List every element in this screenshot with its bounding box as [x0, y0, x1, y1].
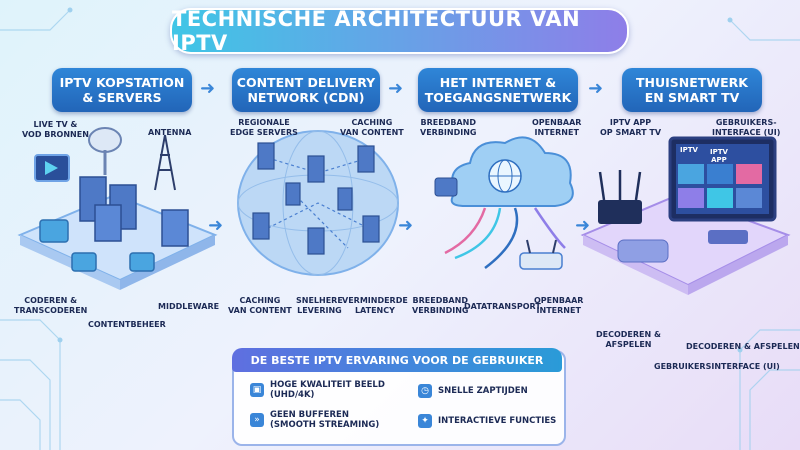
feature-item: ▣ HOGE KWALITEIT BEELD (UHD/4K) — [250, 380, 385, 400]
label-gebruikers-top: GEBRUIKERS- INTERFACE (UI) — [712, 118, 781, 137]
section-head-label: THUISNETWERK EN SMART TV — [636, 75, 748, 105]
arrow-right-icon: ➜ — [398, 215, 414, 236]
arrow-right-icon: ➜ — [575, 215, 591, 236]
cloud-internet-illustration — [434, 136, 574, 270]
section-head-cdn: CONTENT DELIVERY NETWORK (CDN) — [232, 68, 380, 112]
feature-text: HOGE KWALITEIT BEELD (UHD/4K) — [270, 380, 385, 400]
label-gebruikersinterface-bottom: GEBRUIKERSINTERFACE (UI) — [654, 362, 780, 371]
label-snelhere: SNELHERE LEVERING — [296, 296, 343, 315]
label-live-tv: LIVE TV & VOD BRONNEN — [22, 120, 89, 139]
label-decoderen-right: DECODEREN & AFSPELEN — [686, 342, 800, 351]
feature-item: ◷ SNELLE ZAPTIJDEN — [418, 384, 528, 398]
lightbulb-icon: ✦ — [418, 414, 432, 428]
label-openbaar-top: OPENBAAR INTERNET — [532, 118, 582, 137]
feature-text: SNELLE ZAPTIJDEN — [438, 386, 528, 396]
label-verminderde: VERMINDERDE LATENCY — [342, 296, 408, 315]
label-middleware: MIDDLEWARE — [158, 302, 220, 311]
label-breedband-top: BREEDBAND VERBINDING — [420, 118, 477, 137]
section-head-internet: HET INTERNET & TOEGANGSNETWERK — [418, 68, 578, 112]
section-head-label: IPTV KOPSTATION & SERVERS — [59, 75, 185, 105]
arrow-right-icon: ➜ — [208, 215, 224, 236]
label-caching-top: CACHING VAN CONTENT — [340, 118, 404, 137]
page-title: TECHNISCHE ARCHITECTUUR VAN IPTV — [170, 7, 629, 55]
section-head-home: THUISNETWERK EN SMART TV — [622, 68, 762, 112]
label-iptv-app: IPTV APP OP SMART TV — [600, 118, 662, 137]
cdn-globe-illustration — [237, 130, 399, 276]
feature-item: » GEEN BUFFEREN (SMOOTH STREAMING) — [250, 410, 379, 430]
label-antenna: ANTENNA — [148, 128, 192, 137]
label-breedband-bottom: BREEDBAND VERBINDING — [412, 296, 469, 315]
benefits-title: DE BESTE IPTV ERVARING VOOR DE GEBRUIKER — [232, 348, 562, 372]
fast-forward-icon: » — [250, 413, 264, 427]
headend-illustration — [17, 127, 218, 290]
label-caching-bottom: CACHING VAN CONTENT — [228, 296, 292, 315]
section-head-headend: IPTV KOPSTATION & SERVERS — [52, 68, 192, 112]
arrow-right-icon: ➜ — [588, 78, 604, 99]
feature-text: INTERACTIEVE FUNCTIES — [438, 416, 557, 426]
tv-brand-label: IPTV — [680, 146, 698, 154]
label-datatransport: DATATRANSPORT — [464, 302, 541, 311]
section-head-label: CONTENT DELIVERY NETWORK (CDN) — [236, 75, 376, 105]
tv-app-label: IPTV APP — [710, 148, 728, 164]
feature-item: ✦ INTERACTIEVE FUNCTIES — [418, 414, 556, 428]
stopwatch-icon: ◷ — [418, 384, 432, 398]
label-decoderen-left: DECODEREN & AFSPELEN — [596, 330, 661, 349]
label-contentbeheer: CONTENTBEHEER — [88, 320, 166, 329]
arrow-right-icon: ➜ — [200, 78, 216, 99]
label-coderen: CODEREN & TRANSCODEREN — [14, 296, 88, 315]
feature-text: GEEN BUFFEREN (SMOOTH STREAMING) — [270, 410, 380, 430]
label-openbaar-bottom: OPENBAAR INTERNET — [534, 296, 584, 315]
arrow-right-icon: ➜ — [388, 78, 404, 99]
home-network-illustration — [580, 136, 791, 295]
label-regionale: REGIONALE EDGE SERVERS — [230, 118, 298, 137]
section-head-label: HET INTERNET & TOEGANGSNETWERK — [424, 75, 572, 105]
image-icon: ▣ — [250, 383, 264, 397]
